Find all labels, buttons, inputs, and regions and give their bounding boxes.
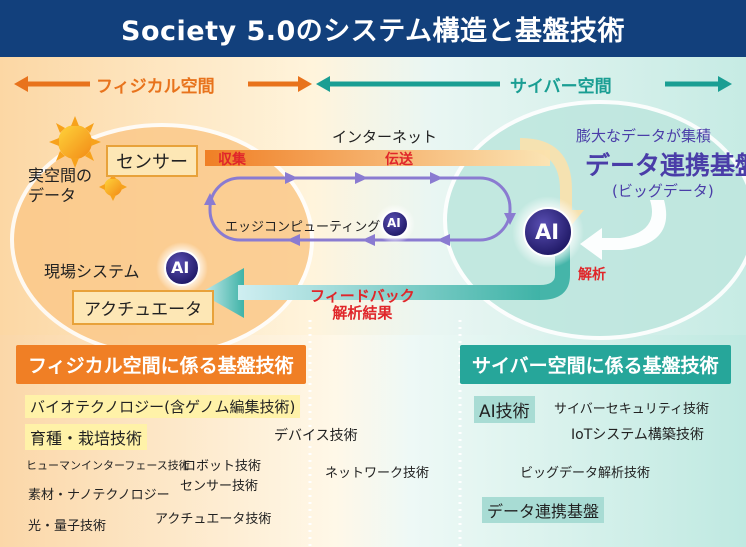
cyber-tech-title: サイバー空間に係る基盤技術: [460, 345, 731, 384]
bigdata-main-label: データ連携基盤: [585, 151, 746, 180]
feedback-label: フィードバック 解析結果: [310, 287, 415, 322]
field-system-label: 現場システム: [44, 262, 140, 281]
transmit-label: 伝送: [385, 152, 413, 168]
physical-tech-title: フィジカル空間に係る基盤技術: [16, 345, 306, 384]
ai-node-cyber: AI: [535, 220, 560, 244]
tech-optical-quantum: 光・量子技術: [28, 519, 107, 534]
tech-device: デバイス技術: [274, 428, 358, 444]
edge-computing-label: エッジコンピューティング: [225, 220, 381, 235]
analysis-label: 解析: [578, 267, 606, 283]
tech-bio: バイオテクノロジー(含ゲノム編集技術): [25, 395, 301, 418]
tech-cyber-security: サイバーセキュリティ技術: [554, 402, 709, 417]
tech-sensor: センサー技術: [180, 479, 259, 494]
tech-iot: IoTシステム構築技術: [571, 427, 704, 443]
tech-breeding: 育種・栽培技術: [25, 424, 148, 450]
collect-label: 収集: [218, 152, 246, 168]
tech-ai: AI技術: [474, 396, 535, 423]
bigdata-top-label: 膨大なデータが集積: [576, 127, 712, 145]
physical-space-header: フィジカル空間: [96, 77, 215, 97]
tech-materials: 素材・ナノテクノロジー: [28, 488, 170, 503]
real-space-data-label: 実空間の データ: [28, 166, 93, 205]
ai-node-physical: AI: [171, 258, 190, 277]
tech-actuator: アクチュエータ技術: [155, 512, 272, 527]
tech-network: ネットワーク技術: [325, 466, 430, 481]
internet-label: インターネット: [332, 128, 438, 146]
tech-robot: ロボット技術: [183, 459, 262, 474]
diagram-title: Society 5.0のシステム構造と基盤技術: [0, 0, 746, 57]
cyber-space-header: サイバー空間: [510, 77, 612, 97]
sensor-box: センサー: [106, 145, 198, 177]
bigdata-sub-label: (ビッグデータ): [612, 182, 714, 200]
ai-node-edge: AI: [387, 216, 401, 230]
tech-bigdata-analysis: ビッグデータ解析技術: [520, 466, 651, 481]
sun-icon: [49, 116, 101, 168]
tech-hmi: ヒューマンインターフェース技術: [26, 459, 190, 472]
tech-data-platform: データ連携基盤: [482, 497, 605, 523]
actuator-box: アクチュエータ: [72, 290, 215, 325]
